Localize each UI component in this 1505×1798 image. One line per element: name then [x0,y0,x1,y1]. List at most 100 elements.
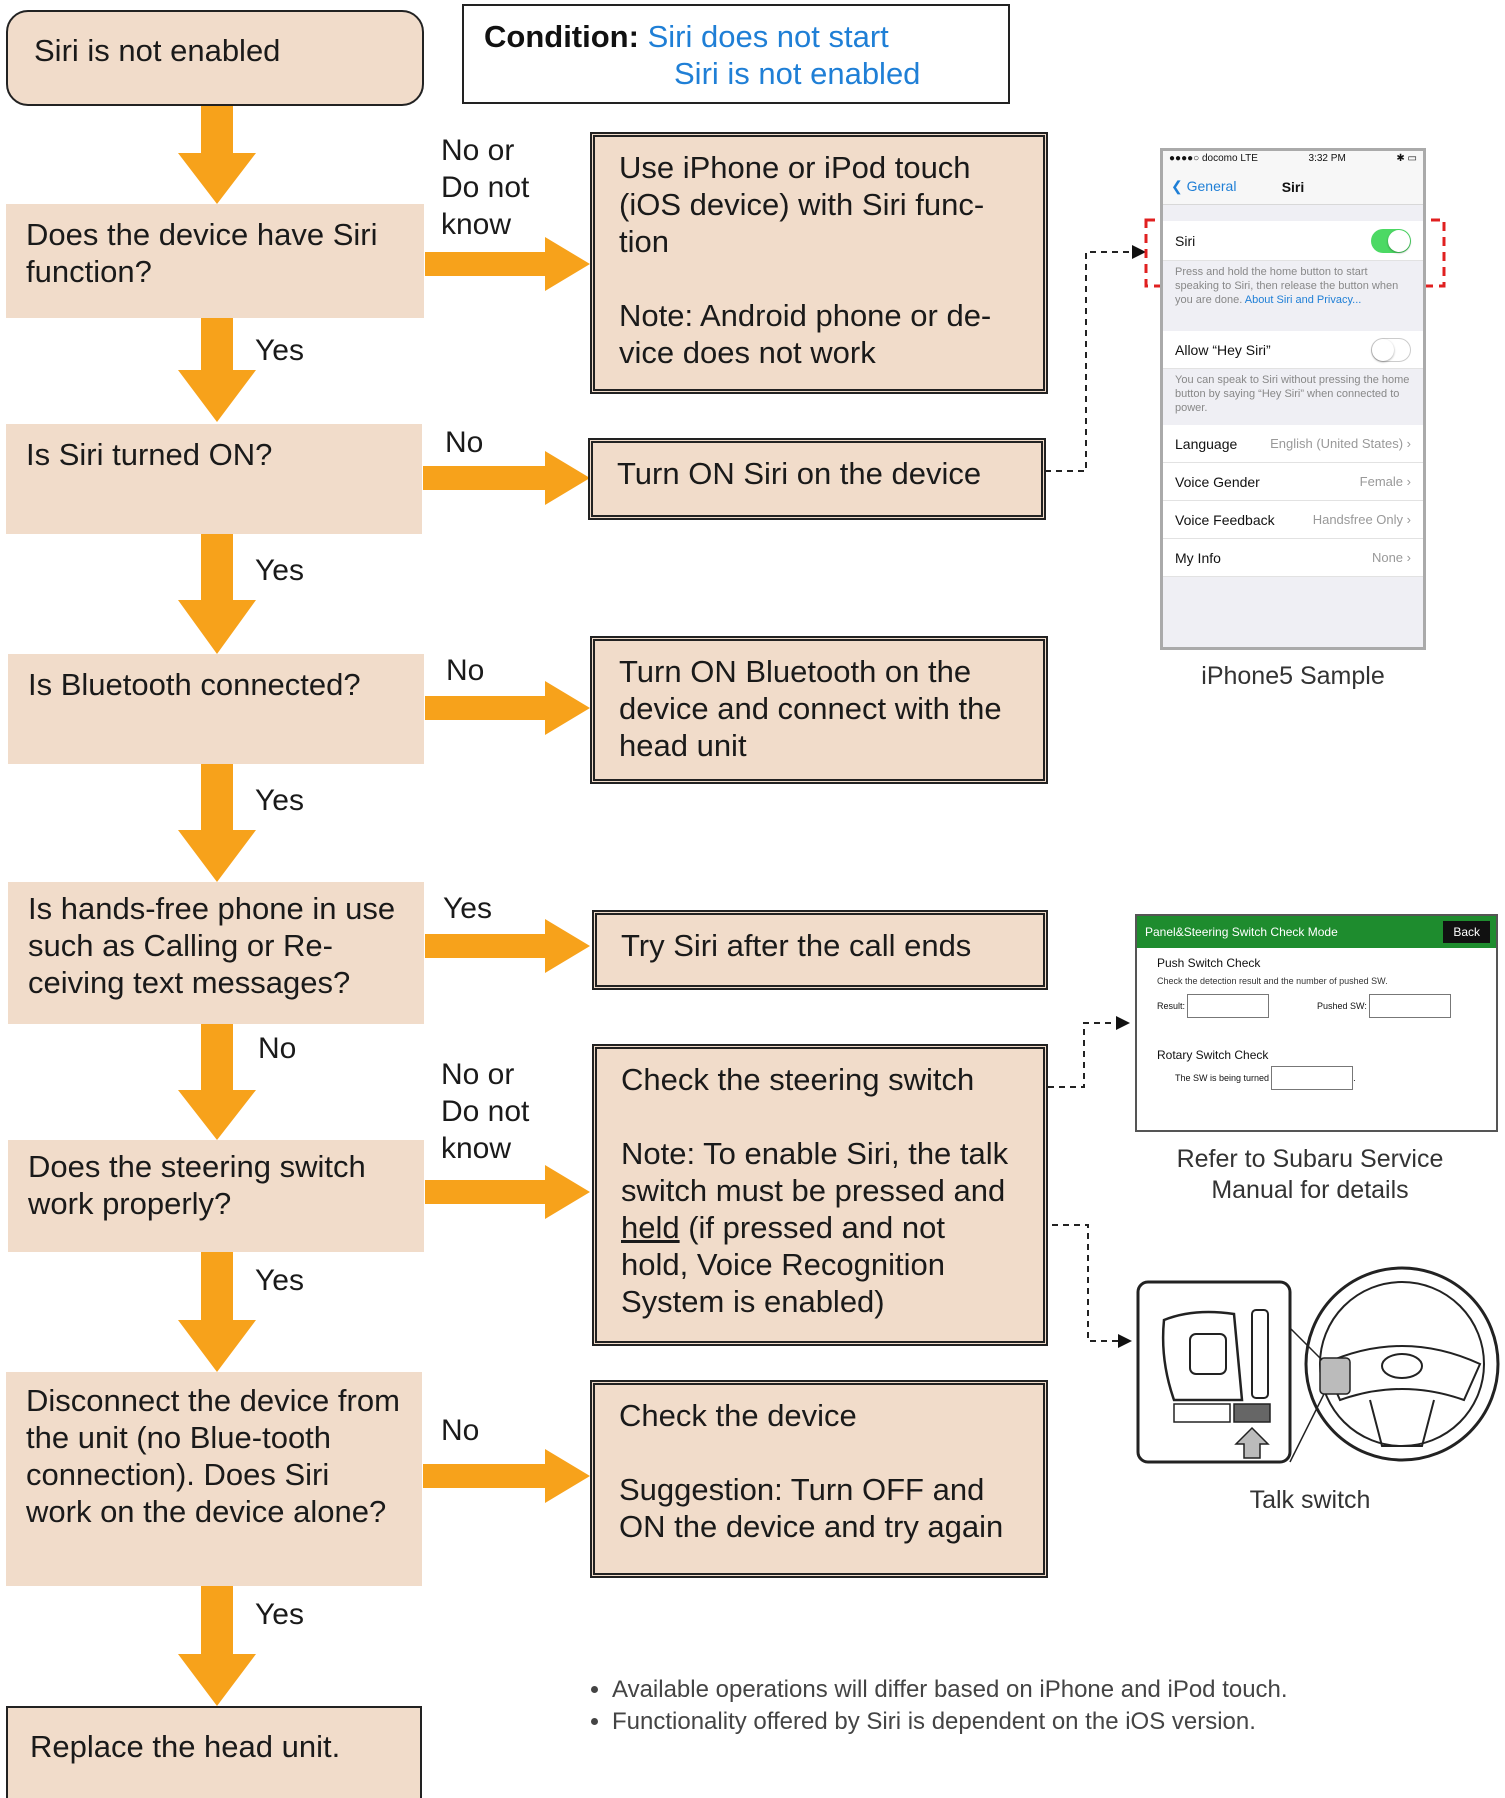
arrow-q6-to-check-device [423,1449,590,1503]
hey-siri-toggle-switch[interactable] [1371,337,1411,362]
press-arrow-icon [1234,1426,1270,1459]
action-line: Use iPhone or iPod touch (iOS device) wi… [619,150,985,259]
decision-handsfree: Is hands-free phone in use such as Calli… [8,882,424,1024]
note-item: Functionality offered by Siri is depende… [612,1706,1444,1738]
arrow-q6-to-end [178,1586,256,1706]
decision-steering: Does the steering switch work properly? [8,1140,424,1252]
connector-steering-to-panel [1048,1022,1118,1088]
talk-switch-illustration [1136,1266,1500,1464]
dashed-connectors [1045,251,1132,1342]
result-field [1187,994,1270,1018]
label-no-or-dont-know-5: No or Do not know [441,1058,530,1165]
check-mode-back-button[interactable]: Back [1443,921,1490,943]
condition-box: Condition: Siri does not start Siri is n… [462,4,1010,104]
siri-toggle-row[interactable]: Siri [1163,221,1423,261]
action-check-device: Check the device Suggestion: Turn OFF an… [590,1380,1048,1578]
label-no-3: No [446,654,485,687]
action-note: Suggestion: Turn OFF and ON the device a… [619,1472,1004,1544]
label-no-2: No [445,426,484,459]
arrow-q5-to-check-steering [425,1165,590,1219]
push-switch-fields: Result: Pushed SW: [1137,986,1496,1018]
talk-switch-caption: Talk switch [1249,1486,1371,1514]
action-note: Note: To enable Siri, the talk switch mu… [621,1136,1009,1319]
chevron-right-icon: › [1406,474,1411,489]
action-line: Turn ON Bluetooth on the device and conn… [619,654,1002,763]
label-no-6: No [441,1414,480,1447]
label-yes-1: Yes [255,334,304,367]
siri-toggle-switch[interactable] [1371,228,1411,253]
end-text: Replace the head unit. [30,1729,341,1764]
panel-caption: Refer to Subaru Service Manual for detai… [1176,1145,1444,1204]
connector-siri-to-phone [1045,251,1132,472]
back-button[interactable]: ❮ General [1171,178,1237,194]
settings-nav-bar: ❮ General Siri [1163,169,1423,205]
hey-siri-row[interactable]: Allow “Hey Siri” [1163,331,1423,369]
decision-text: Does the steering switch work properly? [28,1149,366,1221]
label-no-or-dont-know-1: No or Do not know [441,134,530,241]
arrow-q5-to-q6 [178,1252,256,1372]
chevron-right-icon: › [1406,512,1411,527]
arrow-q1-to-use-ios [425,237,590,291]
talk-button-icon [1233,1403,1271,1423]
action-try-after-call: Try Siri after the call ends [592,910,1048,990]
chevron-left-icon: ❮ [1171,178,1187,194]
label-yes-6: Yes [255,1598,304,1631]
decision-text: Is Bluetooth connected? [28,667,361,702]
siri-footnote: Press and hold the home button to start … [1175,266,1399,306]
decision-siri-on: Is Siri turned ON? [6,424,422,534]
status-bar: ●●●●○ docomo LTE 3:32 PM ✱ ▭ [1163,151,1423,169]
arrow-q2-to-turn-on-siri [423,451,590,505]
condition-key: Condition: [484,19,639,54]
push-switch-note: Check the detection result and the numbe… [1157,976,1388,986]
decision-text: Disconnect the device from the unit (no … [26,1383,400,1529]
note-item: Available operations will differ based o… [612,1674,1444,1706]
hey-siri-footnote: You can speak to Siri without pressing t… [1175,374,1410,414]
notes-list: Available operations will differ based o… [584,1674,1444,1738]
vertical-arrows [178,106,256,1706]
decision-text: Is Siri turned ON? [26,437,273,472]
rotary-field [1271,1066,1354,1090]
arrow-q2-to-q3 [178,534,256,654]
action-line: Check the steering switch [621,1062,975,1097]
arrow-q4-to-q5 [178,1024,256,1140]
start-text: Siri is not enabled [34,33,281,68]
push-switch-title: Push Switch Check [1157,956,1261,970]
decision-text: Is hands-free phone in use such as Calli… [28,891,396,1000]
arrow-q1-to-q2 [178,318,256,422]
decision-device-alone: Disconnect the device from the unit (no … [6,1372,422,1586]
action-check-steering-switch: Check the steering switch Note: To enabl… [592,1044,1048,1346]
privacy-link[interactable]: About Siri and Privacy... [1244,294,1362,306]
phone-caption: iPhone5 Sample [1201,662,1385,690]
action-turn-on-bluetooth: Turn ON Bluetooth on the device and conn… [590,636,1048,784]
decision-text: Does the device have Siri function? [26,217,378,289]
condition-line-2: Siri is not enabled [674,56,921,91]
decision-bluetooth: Is Bluetooth connected? [8,654,424,764]
start-node: Siri is not enabled [6,10,424,106]
label-no-4: No [258,1032,297,1065]
label-yes-5: Yes [255,1264,304,1297]
decision-siri-function: Does the device have Siri function? [6,204,424,318]
label-yes-3: Yes [255,784,304,817]
emblem-icon [1381,1353,1423,1379]
label-yes-4: Yes [443,892,492,925]
label-yes-2: Yes [255,554,304,587]
connector-arrowheads [1116,245,1146,1348]
iphone-siri-settings-screenshot: ●●●●○ docomo LTE 3:32 PM ✱ ▭ ❮ General S… [1160,148,1426,650]
arrow-start-to-q1 [178,106,256,204]
connector-steering-to-talk [1052,1224,1118,1342]
arrow-q3-to-turn-on-bt [425,681,590,735]
horizontal-arrows [423,237,590,1503]
action-line: Try Siri after the call ends [621,928,972,963]
action-line: Turn ON Siri on the device [617,456,982,491]
chevron-right-icon: › [1406,436,1411,451]
held-emphasis: held [621,1210,680,1245]
check-mode-title-bar: Panel&Steering Switch Check Mode Back [1137,916,1496,948]
check-mode-screenshot: Panel&Steering Switch Check Mode Back Pu… [1135,914,1498,1132]
arrow-q4-to-try-after-call [425,919,590,973]
chevron-right-icon: › [1406,550,1411,565]
